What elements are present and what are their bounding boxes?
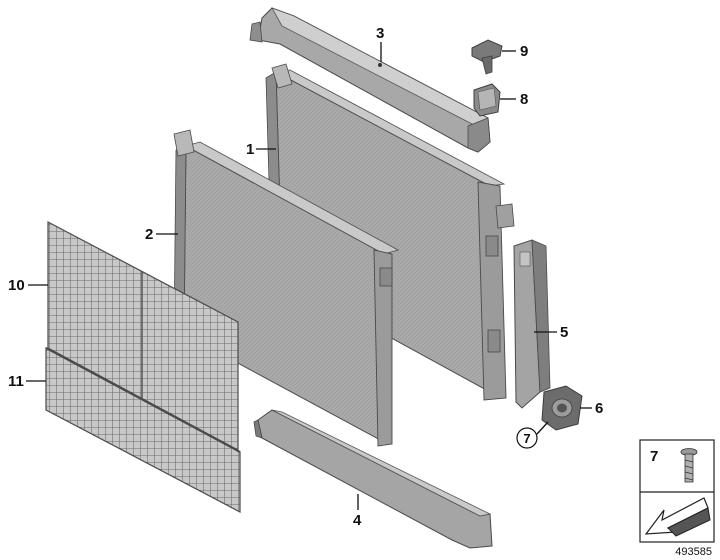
front-condenser xyxy=(173,129,400,447)
svg-text:8: 8 xyxy=(520,91,528,108)
svg-text:2: 2 xyxy=(145,226,153,243)
document-number: 493585 xyxy=(675,546,712,558)
svg-text:4: 4 xyxy=(353,512,362,529)
svg-text:3: 3 xyxy=(376,25,384,42)
callout-2: 2 xyxy=(145,226,178,243)
callout-7: 7 xyxy=(516,421,549,449)
callout-1: 1 xyxy=(246,141,276,158)
legend-box: 7 xyxy=(639,439,715,543)
svg-text:7: 7 xyxy=(650,448,658,465)
svg-text:6: 6 xyxy=(595,400,603,417)
expanding-clip xyxy=(471,39,503,75)
radiator-mount xyxy=(541,385,583,431)
svg-text:7: 7 xyxy=(523,431,530,446)
rear-radiator xyxy=(265,63,515,401)
svg-text:11: 11 xyxy=(8,373,24,390)
svg-text:9: 9 xyxy=(520,43,528,60)
callout-10: 10 xyxy=(8,277,48,294)
svg-text:5: 5 xyxy=(560,324,568,341)
lower-air-duct xyxy=(253,409,493,549)
upper-bracket xyxy=(473,83,501,117)
side-air-duct xyxy=(513,239,551,409)
upper-air-duct xyxy=(249,7,491,153)
callout-8: 8 xyxy=(500,91,528,108)
screw-icon xyxy=(680,448,698,483)
callout-6: 6 xyxy=(580,400,603,417)
callout-11: 11 xyxy=(8,373,46,390)
callout-3: 3 xyxy=(376,25,384,62)
callout-4: 4 xyxy=(353,494,362,529)
callout-5: 5 xyxy=(534,324,568,341)
callout-9: 9 xyxy=(502,43,528,60)
svg-text:10: 10 xyxy=(8,277,25,294)
air-guide-grille-lower xyxy=(45,346,241,513)
arrow-icon xyxy=(644,497,711,537)
svg-text:1: 1 xyxy=(246,141,254,158)
